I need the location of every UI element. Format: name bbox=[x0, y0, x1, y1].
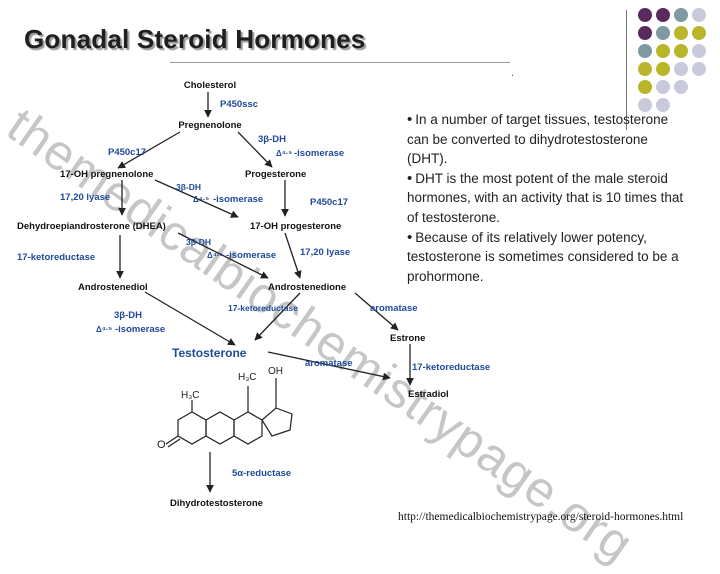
delta-symbol-a: Δ⁴·⁵ bbox=[276, 149, 292, 158]
decor-dot bbox=[638, 26, 652, 40]
enzyme-17-ketoreductase-b: 17-ketoreductase bbox=[228, 303, 298, 313]
delta-symbol-c: Δ⁴·⁵ bbox=[207, 251, 223, 260]
compound-cholesterol: Cholesterol bbox=[184, 80, 236, 91]
compound-estrone: Estrone bbox=[390, 333, 425, 344]
enzyme-3b-dh-b: 3β-DH bbox=[176, 182, 201, 192]
enzyme-3b-dh-a: 3β-DH bbox=[258, 134, 286, 145]
decor-dot bbox=[656, 98, 670, 112]
compound-testosterone: Testosterone bbox=[172, 346, 247, 360]
compound-dhea: Dehydroepiandrosterone (DHEA) bbox=[17, 221, 166, 232]
bullet-item: •In a number of target tissues, testoste… bbox=[407, 111, 669, 167]
decor-dot bbox=[638, 80, 652, 94]
enzyme-aromatase-b: aromatase bbox=[305, 358, 353, 369]
decor-dot bbox=[674, 80, 688, 94]
enzyme-isomerase-b: -isomerase bbox=[213, 194, 263, 205]
delta-symbol-b: Δ⁴·⁵ bbox=[193, 195, 209, 204]
decor-dot bbox=[656, 26, 670, 40]
compound-17oh-progesterone: 17-OH progesterone bbox=[250, 221, 341, 232]
delta-symbol-d: Δ⁴·⁵ bbox=[96, 325, 112, 334]
source-url: http://themedicalbiochemistrypage.org/st… bbox=[398, 511, 684, 523]
hydroxyl-label: OH bbox=[268, 366, 283, 377]
compound-estradiol: Estradiol bbox=[408, 389, 449, 400]
enzyme-3b-dh-c: 3β-DH bbox=[186, 237, 211, 247]
enzyme-17-ketoreductase-c: 17-ketoreductase bbox=[412, 362, 490, 373]
enzyme-1720-lyase-a: 17,20 lyase bbox=[60, 192, 110, 203]
decor-dot bbox=[656, 8, 670, 22]
decor-dot bbox=[674, 8, 688, 22]
decor-dot bbox=[638, 62, 652, 76]
decor-dot bbox=[692, 26, 706, 40]
decor-dot bbox=[656, 80, 670, 94]
enzyme-isomerase-d: -isomerase bbox=[115, 324, 165, 335]
enzyme-17-ketoreductase-a: 17-ketoreductase bbox=[17, 252, 95, 263]
enzyme-p450ssc: P450ssc bbox=[220, 99, 258, 110]
decor-dot bbox=[638, 8, 652, 22]
compound-pregnenolone: Pregnenolone bbox=[178, 120, 241, 131]
compound-androstenediol: Androstenediol bbox=[78, 282, 148, 293]
decor-dot bbox=[656, 44, 670, 58]
enzyme-p450c17-b: P450c17 bbox=[310, 197, 348, 208]
enzyme-1720-lyase-b: 17,20 lyase bbox=[300, 247, 350, 258]
slide-title: Gonadal Steroid Hormones bbox=[24, 24, 366, 54]
steroid-pathway-diagram: Cholesterol Pregnenolone 17-OH pregnenol… bbox=[17, 80, 490, 509]
decor-dot bbox=[692, 62, 706, 76]
decor-dot bbox=[692, 44, 706, 58]
methyl-label-a: H₃C bbox=[181, 390, 200, 401]
bullet-dot-icon: • bbox=[407, 111, 413, 128]
decor-vertical-line bbox=[626, 10, 627, 130]
enzyme-5a-reductase: 5α-reductase bbox=[232, 468, 291, 479]
decor-dot bbox=[674, 44, 688, 58]
bullet-item: •DHT is the most potent of the male ster… bbox=[407, 169, 684, 225]
decor-dot bbox=[656, 62, 670, 76]
decor-dot bbox=[638, 44, 652, 58]
decor-dot bbox=[674, 62, 688, 76]
decor-dot bbox=[692, 8, 706, 22]
methyl-label-b: H₃C bbox=[238, 372, 257, 383]
compound-17oh-pregnenolone: 17-OH pregnenolone bbox=[60, 169, 153, 180]
enzyme-3b-dh-d: 3β-DH bbox=[114, 310, 142, 321]
bullet-item: •Because of its relatively lower potency… bbox=[407, 228, 679, 284]
compound-androstenedione: Androstenedione bbox=[268, 282, 346, 293]
compound-progesterone: Progesterone bbox=[245, 169, 306, 180]
enzyme-isomerase-c: -isomerase bbox=[226, 250, 276, 261]
oxo-label: O bbox=[157, 439, 166, 451]
decor-dot bbox=[638, 98, 652, 112]
bullet-list: •In a number of target tissues, testoste… bbox=[407, 110, 689, 286]
pathway-arrows bbox=[116, 92, 414, 493]
bullet-dot-icon: • bbox=[407, 169, 413, 187]
testosterone-structure bbox=[165, 378, 293, 448]
enzyme-p450c17-a: P450c17 bbox=[108, 147, 146, 158]
compound-dihydrotestosterone: Dihydrotestosterone bbox=[170, 498, 263, 509]
bullet-dot-icon: • bbox=[407, 228, 413, 246]
decor-dot bbox=[674, 26, 688, 40]
title-divider bbox=[170, 62, 510, 63]
corner-mark: . bbox=[511, 68, 514, 79]
enzyme-isomerase-a: -isomerase bbox=[294, 148, 344, 159]
enzyme-aromatase-a: aromatase bbox=[370, 303, 418, 314]
